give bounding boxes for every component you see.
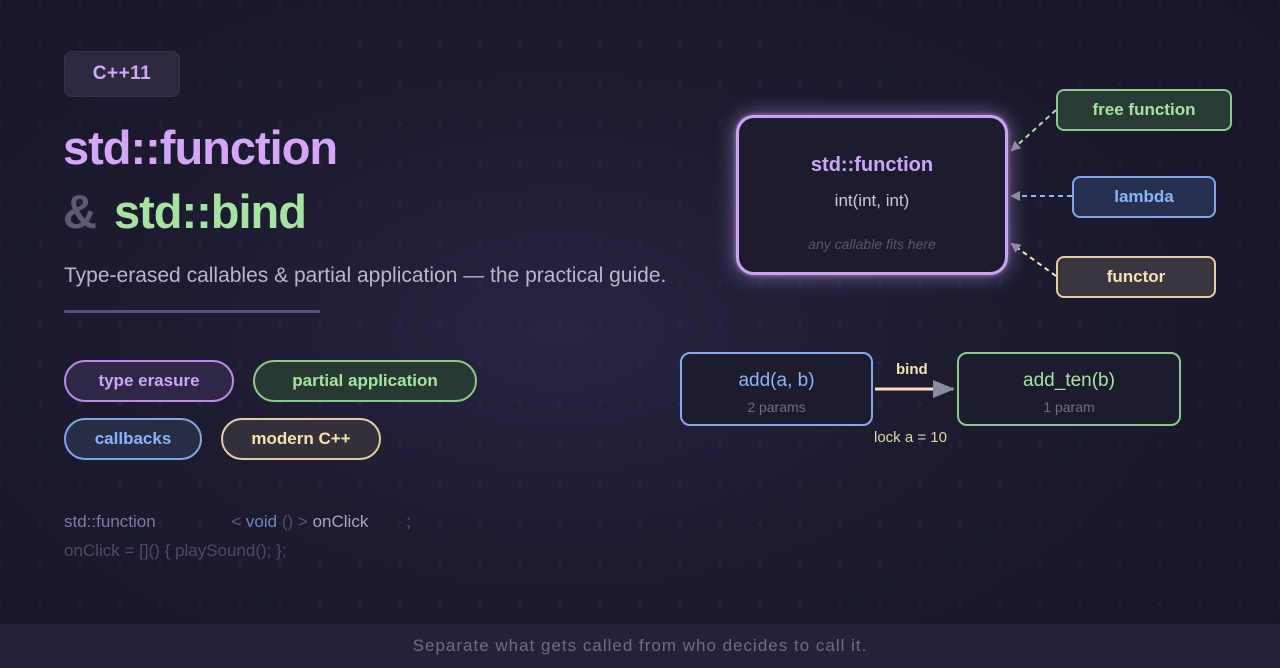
bind-result-box: add_ten(b) 1 param xyxy=(957,352,1181,426)
bind-result-name: add_ten(b) xyxy=(1023,370,1115,391)
bind-arrow-label: bind xyxy=(896,361,928,378)
function-box-title: std::function xyxy=(810,154,934,176)
title-line-2: &std::bind xyxy=(63,184,307,239)
subtitle: Type-erased callables & partial applicat… xyxy=(64,264,667,287)
tag-callbacks: callbacks xyxy=(64,418,202,460)
title-std-function: std::function xyxy=(63,121,338,174)
tag-partial-application: partial application xyxy=(253,360,477,402)
tag-type-erasure: type erasure xyxy=(64,360,234,402)
code-type: std::function xyxy=(64,512,156,531)
source-lambda: lambda xyxy=(1072,176,1216,218)
language-badge: C++11 xyxy=(64,51,180,97)
code-lt: < xyxy=(231,512,242,531)
code-gt: > xyxy=(297,512,308,531)
bind-result-params: 1 param xyxy=(1043,399,1095,415)
function-box: std::function int(int, int) any callable… xyxy=(736,115,1008,275)
function-box-signature: int(int, int) xyxy=(834,191,910,210)
bind-source-name: add(a, b) xyxy=(738,370,815,391)
bind-source-box: add(a, b) 2 params xyxy=(680,352,873,426)
code-return-type: void xyxy=(245,512,278,531)
source-functor: functor xyxy=(1056,256,1216,298)
code-line-1: std::function < void () > onClick ; xyxy=(64,512,411,532)
code-identifier: onClick xyxy=(312,512,369,531)
source-free-function: free function xyxy=(1056,89,1232,131)
subtitle-underline xyxy=(64,310,320,313)
function-box-hint: any callable fits here xyxy=(808,236,936,252)
code-line-2: onClick = []() { playSound(); }; xyxy=(64,541,287,560)
title-std-bind: std::bind xyxy=(113,185,307,238)
title-ampersand: & xyxy=(63,185,97,238)
footer-tagline: Separate what gets called from who decid… xyxy=(0,624,1280,668)
arrow-functor xyxy=(1010,242,1057,277)
tag-modern-cpp: modern C++ xyxy=(221,418,381,460)
bind-source-params: 2 params xyxy=(747,399,806,415)
code-parens: () xyxy=(281,512,294,531)
code-semicolon: ; xyxy=(406,512,411,531)
bind-lock-note: lock a = 10 xyxy=(874,429,947,446)
arrow-free-function xyxy=(1010,109,1057,152)
